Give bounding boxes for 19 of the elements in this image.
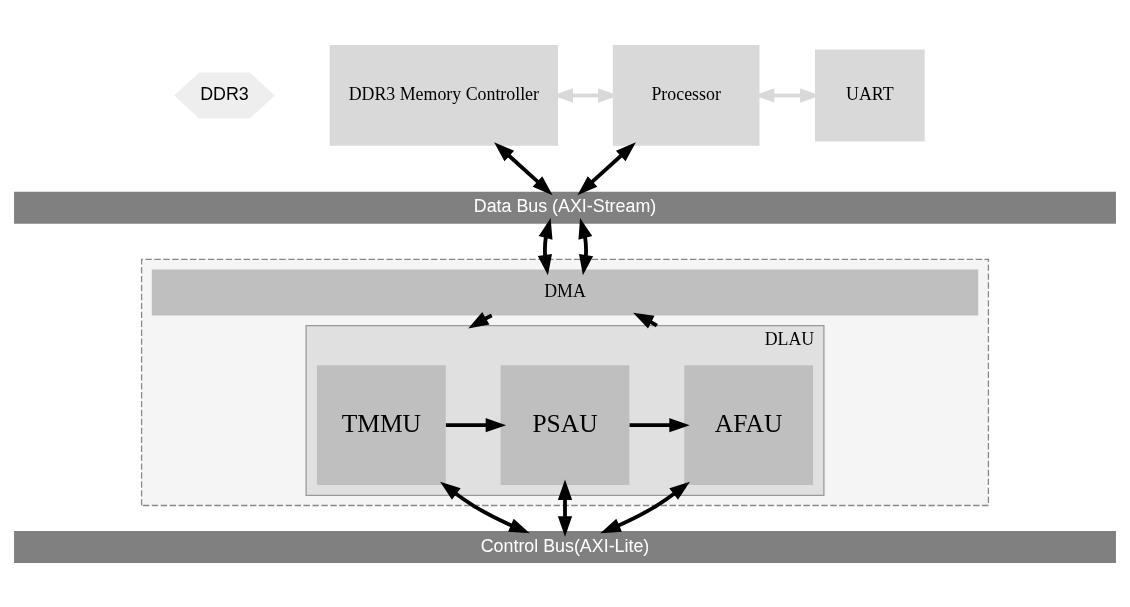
arrow: [600, 481, 690, 533]
node-box: DMA: [151, 269, 979, 315]
arrow: [629, 417, 690, 432]
arrow: [577, 141, 636, 195]
arrow: [440, 481, 530, 533]
node-box: UART: [814, 49, 925, 141]
node-box: Processor: [612, 44, 760, 146]
cluster: [140, 258, 990, 506]
arrow: [494, 141, 553, 195]
arrow: [557, 479, 573, 537]
arrow: [445, 417, 507, 432]
arrow: [578, 217, 594, 275]
node-box: DDR3 Memory Controller: [329, 44, 558, 146]
node-box: TMMU: [316, 364, 446, 485]
node-box: Control Bus(AXI-Lite): [14, 530, 1116, 563]
node-box: Data Bus (AXI-Stream): [14, 191, 1116, 224]
node-box: AFAU: [684, 364, 814, 485]
node-box: PSAU: [500, 364, 630, 485]
arrow: [537, 217, 553, 275]
